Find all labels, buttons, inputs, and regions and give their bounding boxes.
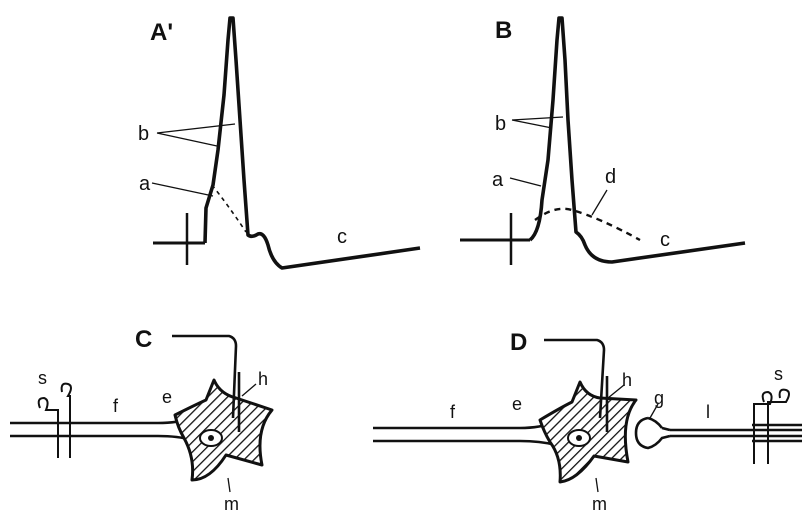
panel-c-h-pointer [242,384,256,396]
panel-a-action-potential-trace [205,18,420,268]
panel-b-d-pointer [592,190,607,215]
panel-b-action-potential-trace [530,18,745,262]
panel-b-label-a: a [492,169,504,191]
panel-c-nucleolus [208,435,214,441]
panel-a-label-a: a [139,173,151,195]
panel-b-label-b: b [495,113,506,135]
panel-d-label-g: g [654,388,664,408]
panel-d: D f e h g l s m [373,329,802,514]
panel-d-label-m: m [592,494,607,514]
panel-c-label-f: f [113,396,119,416]
panel-b-local-response-dashed [535,209,640,240]
panel-d-label-e: e [512,394,522,414]
panel-d-label-h: h [622,370,632,390]
panel-b: B b a d c [460,17,745,265]
panel-d-cell-body [540,382,636,482]
panel-d-presynaptic-axon [670,425,802,441]
panel-a-a-pointer [152,183,213,196]
panel-d-m-pointer [596,478,598,492]
panel-d-axon [373,422,556,445]
panel-c-label-m: m [224,494,239,514]
panel-d-title: D [510,329,527,356]
panel-d-synaptic-ending [636,418,670,448]
panel-d-nucleolus [576,435,582,441]
panel-a-title: A' [150,19,173,46]
panel-c-m-pointer [228,478,230,492]
panel-b-b-pointers [512,117,563,128]
panel-d-stimulating-electrodes [754,390,789,464]
panel-d-label-l: l [706,402,710,422]
panel-c-axon [10,418,192,440]
panel-d-label-f: f [450,402,456,422]
panel-a-label-b: b [138,123,149,145]
panel-a-b-pointers [157,124,235,146]
panel-c-stimulating-electrodes [39,384,71,458]
panel-c-label-e: e [162,387,172,407]
panel-c-label-s: s [38,368,47,388]
panel-c: C s f e h m [10,326,272,514]
panel-d-label-s: s [774,364,783,384]
panel-a: A' b a c [138,18,420,268]
panel-c-title: C [135,326,152,353]
panel-c-cell-body [175,380,272,480]
panel-b-title: B [495,17,512,44]
panel-b-label-d: d [605,166,616,188]
panel-b-label-c: c [660,229,670,251]
panel-a-label-c: c [337,226,347,248]
panel-a-local-response-dashed [212,185,246,232]
panel-c-label-h: h [258,369,268,389]
panel-b-a-pointer [510,178,541,186]
